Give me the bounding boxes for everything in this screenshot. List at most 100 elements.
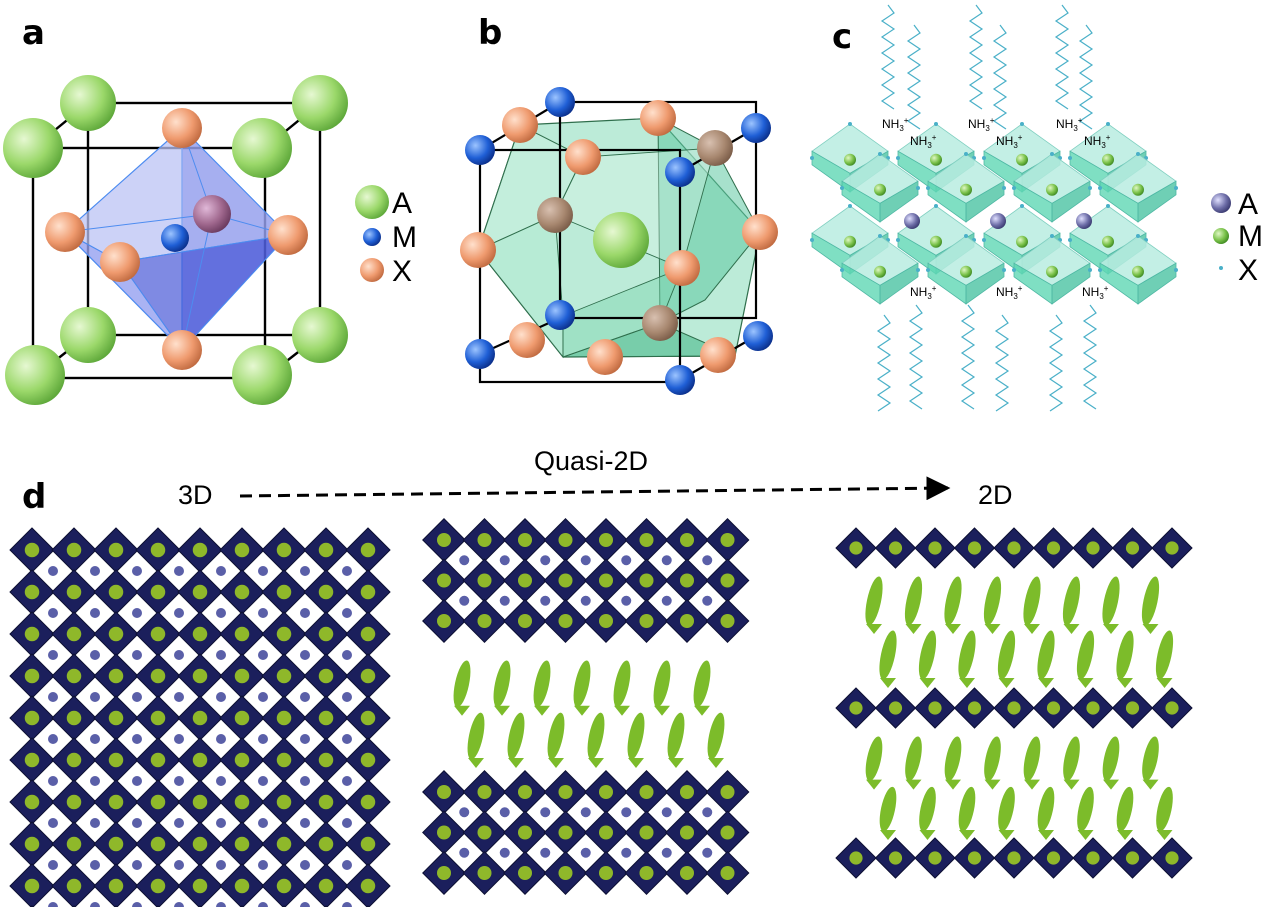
a-atom bbox=[132, 566, 142, 576]
organic-cation-head bbox=[588, 758, 604, 768]
organic-cation-head bbox=[694, 705, 710, 716]
organic-cation-head bbox=[998, 678, 1015, 688]
x-atom bbox=[1002, 186, 1006, 190]
ammonium-labels: NH3+ NH3+ NH3+ NH3+ NH3+ NH3+ NH3+ NH3+ … bbox=[882, 116, 1111, 301]
x-site-atoms bbox=[45, 108, 308, 370]
organic-cation-head bbox=[945, 624, 961, 634]
m-atom bbox=[639, 532, 654, 548]
organic-cation bbox=[904, 576, 923, 626]
legend-a-site-swatch bbox=[1211, 193, 1231, 213]
m-atom bbox=[639, 825, 654, 840]
x-atom bbox=[848, 204, 852, 208]
octahedron-side-face bbox=[1051, 180, 1091, 223]
x-atom bbox=[878, 234, 882, 238]
m-atom bbox=[234, 668, 250, 684]
organic-cation-head bbox=[1024, 779, 1040, 790]
x-atom bbox=[878, 152, 882, 156]
x-atom bbox=[982, 156, 986, 160]
m-atom bbox=[720, 613, 735, 629]
a-atom bbox=[300, 734, 310, 744]
m-atom bbox=[558, 825, 573, 840]
panel-letter-c: c bbox=[832, 17, 852, 57]
m-atom bbox=[192, 584, 208, 600]
m-atom bbox=[276, 836, 292, 852]
a-atom bbox=[174, 608, 184, 618]
a-atom bbox=[621, 847, 632, 858]
a-atom bbox=[132, 860, 142, 870]
organic-cation-head bbox=[984, 779, 1001, 790]
x-atom bbox=[1106, 122, 1110, 126]
a-atom bbox=[216, 776, 226, 786]
organic-cation-head bbox=[1077, 830, 1094, 840]
a-atom bbox=[702, 807, 713, 818]
m-atom bbox=[477, 784, 492, 800]
organic-chains bbox=[876, 4, 1098, 412]
m-atom bbox=[679, 865, 695, 881]
a-atom bbox=[132, 734, 142, 744]
a-atom bbox=[132, 650, 142, 660]
m-atom bbox=[436, 573, 452, 588]
ammonium-label: NH3+ bbox=[1056, 116, 1083, 133]
m-atom bbox=[192, 794, 208, 810]
organic-cation bbox=[667, 712, 685, 760]
m-atom bbox=[844, 153, 856, 166]
organic-cation-head bbox=[1103, 624, 1119, 634]
a-atom bbox=[580, 847, 591, 858]
m-atom bbox=[24, 878, 40, 894]
x-atom bbox=[1098, 186, 1102, 190]
m-atom bbox=[360, 836, 376, 852]
x-atom bbox=[1068, 238, 1072, 242]
a-atom bbox=[48, 776, 58, 786]
m-atom bbox=[436, 865, 452, 881]
m-atom bbox=[928, 701, 942, 715]
x-atom bbox=[1068, 156, 1072, 160]
m-atom bbox=[436, 784, 452, 800]
m-atom bbox=[24, 668, 40, 684]
m-atom bbox=[874, 265, 886, 278]
panel-a: a bbox=[3, 13, 417, 405]
organic-cation bbox=[905, 736, 922, 782]
a-atom bbox=[216, 692, 226, 702]
a-atom bbox=[48, 860, 58, 870]
x-atom bbox=[926, 268, 930, 272]
organic-cation bbox=[919, 786, 936, 832]
x-atom bbox=[1002, 268, 1006, 272]
m-atom bbox=[234, 752, 250, 768]
m-atom bbox=[1086, 851, 1100, 865]
a-atom bbox=[174, 650, 184, 660]
m-atom bbox=[276, 668, 292, 684]
m-atom bbox=[360, 752, 376, 768]
m-atom bbox=[318, 668, 334, 684]
m-atom bbox=[1125, 541, 1140, 555]
legend-m-site-swatch bbox=[363, 228, 381, 246]
m-atom bbox=[234, 584, 250, 600]
alkyl-chain bbox=[876, 314, 892, 412]
alkyl-chain bbox=[1054, 4, 1070, 110]
x-atom bbox=[1050, 152, 1054, 156]
m-atom bbox=[108, 836, 124, 852]
a-atom bbox=[540, 847, 551, 858]
m-atom bbox=[234, 542, 250, 558]
organic-cation bbox=[1037, 786, 1055, 832]
a-atom bbox=[342, 692, 352, 702]
m-atom bbox=[276, 752, 292, 768]
a-atom bbox=[258, 734, 268, 744]
m-atom bbox=[679, 825, 695, 840]
x-atom bbox=[896, 156, 900, 160]
m-atom bbox=[558, 784, 573, 800]
organic-cation bbox=[879, 630, 897, 680]
alkyl-chain bbox=[1078, 24, 1094, 130]
m-atom bbox=[1016, 235, 1028, 248]
a-atom bbox=[342, 902, 352, 907]
lattice-2d bbox=[835, 527, 1193, 879]
a-atom bbox=[90, 860, 100, 870]
m-atom bbox=[1165, 851, 1179, 865]
x-atom bbox=[934, 122, 938, 126]
m-atom bbox=[477, 613, 492, 629]
organic-cation bbox=[587, 712, 605, 760]
m-atom bbox=[1125, 851, 1140, 865]
organic-cation bbox=[998, 786, 1015, 832]
ammonium-label: NH3+ bbox=[1084, 133, 1111, 150]
a-atom bbox=[132, 692, 142, 702]
